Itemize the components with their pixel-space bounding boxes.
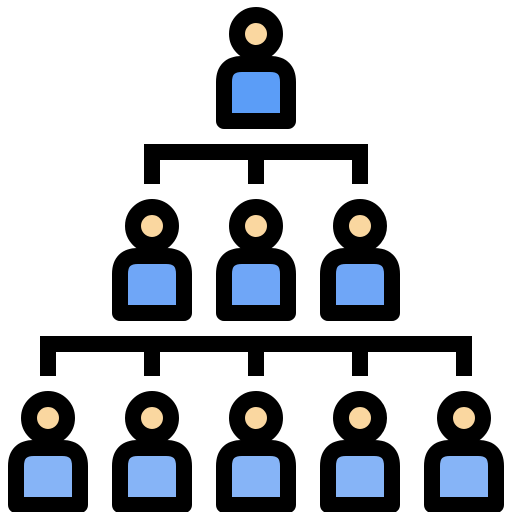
person-icon-level-3-4	[320, 391, 400, 512]
person-icon-level-3-3	[216, 391, 296, 512]
person-icon-level-2-2	[216, 199, 296, 321]
person-body	[112, 440, 192, 512]
person-head	[125, 199, 179, 253]
connectors	[40, 144, 472, 376]
person-head	[21, 391, 75, 445]
person-head	[229, 391, 283, 445]
person-icon-level-2-3	[320, 199, 400, 321]
person-icon-level-3-5	[424, 391, 504, 512]
person-icon-level-2-1	[112, 199, 192, 321]
person-head	[333, 391, 387, 445]
connector-level-1-to-2	[144, 144, 368, 184]
people	[8, 7, 504, 512]
person-icon-level-3-2	[112, 391, 192, 512]
person-head	[333, 199, 387, 253]
person-body	[424, 440, 504, 512]
person-head	[125, 391, 179, 445]
person-body	[320, 440, 400, 512]
connector-level-2-to-3	[40, 336, 472, 376]
person-body	[112, 248, 192, 321]
person-body	[8, 440, 88, 512]
person-head	[229, 7, 283, 61]
person-head	[437, 391, 491, 445]
person-body	[216, 56, 296, 129]
person-icon-level-1-1	[216, 7, 296, 129]
person-icon-level-3-1	[8, 391, 88, 512]
person-body	[216, 248, 296, 321]
person-body	[216, 440, 296, 512]
person-head	[229, 199, 283, 253]
person-body	[320, 248, 400, 321]
